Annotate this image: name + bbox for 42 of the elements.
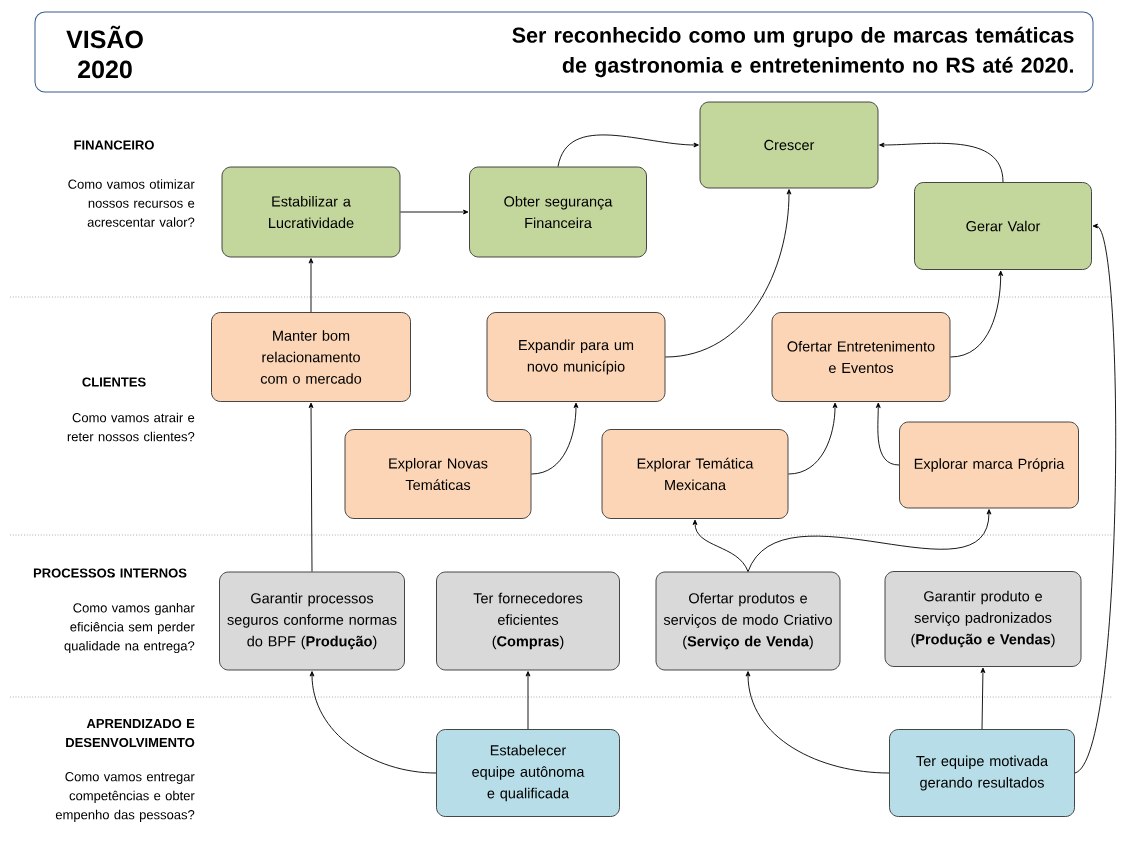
objective-box: Obter segurança Financeira	[469, 166, 647, 258]
arrow	[308, 258, 314, 313]
perspective-heading: PROCESSOS INTERNOS	[33, 568, 187, 578]
process-box: Garantir processos seguros conforme normas do BPF (Produção)	[219, 571, 405, 671]
vision-banner: VISÃO 2020 Ser reconhecido como um grupo de marcas temáticas de gastronomia e entretenimento no RS até 2020.	[34, 11, 1094, 93]
objective-box: Gerar Valor	[914, 182, 1092, 270]
objective-box: Estabelecer equipe autônoma e qualificada	[436, 729, 620, 817]
process-box: Ter fornecedores eficientes (Compras)	[436, 571, 620, 671]
perspective-heading: CLIENTES	[82, 377, 146, 387]
arrow	[745, 671, 890, 774]
arrow	[400, 209, 469, 215]
perspective-heading: APRENDIZADO E DESENVOLVIMENTO	[66, 718, 195, 748]
perspective-question: Como vamos otimizar nossos recursos e acrescentar valor?	[68, 179, 195, 227]
perspective-heading: FINANCEIRO	[74, 140, 154, 150]
arrow	[950, 270, 1004, 358]
objective-box: Expandir para um novo município	[486, 312, 666, 402]
arrow	[747, 509, 992, 572]
arrow	[879, 142, 1004, 183]
process-box: Garantir produto e serviço padronizados (Produção e Vendas)	[884, 571, 1082, 667]
objective-box: Explorar Novas Temáticas	[344, 429, 532, 519]
arrow	[309, 671, 437, 774]
process-box: Ofertar produtos e serviços de modo Criativo (Serviço de Venda)	[655, 571, 841, 671]
arrow	[980, 667, 986, 730]
arrow	[1074, 223, 1117, 774]
objective-box: Explorar marca Própria	[899, 421, 1079, 509]
arrow	[525, 671, 531, 730]
arrow	[665, 189, 792, 358]
objective-box: Explorar Temática Mexicana	[601, 429, 789, 519]
objective-box: Crescer	[699, 101, 879, 189]
arrow	[692, 519, 749, 572]
arrow	[875, 402, 900, 466]
objective-box: Ter equipe motivada gerando resultados	[889, 729, 1075, 817]
objective-box: Manter bom relacionamento com o mercado	[211, 312, 411, 402]
arrow	[557, 134, 699, 167]
arrow	[531, 402, 579, 475]
objective-box: Estabilizar a Lucratividade	[221, 166, 401, 258]
objective-box: Ofertar Entretenimento e Eventos	[771, 312, 951, 402]
arrow	[788, 402, 838, 475]
arrow	[308, 402, 314, 572]
perspective-question: Como vamos ganhar eficiência sem perder qualidade na entrega?	[64, 602, 195, 654]
perspective-question: Como vamos entregar competências e obter empenho das pessoas?	[55, 772, 195, 822]
perspective-question: Como vamos atrair e reter nossos clientes?	[67, 412, 195, 442]
